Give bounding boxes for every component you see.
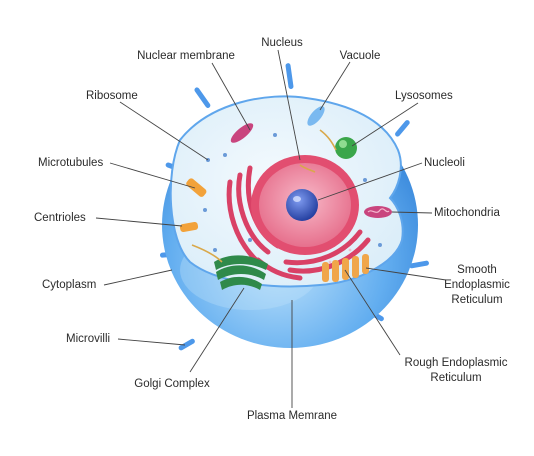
label-mitochondria: Mitochondria — [434, 207, 500, 219]
label-smooth-er-2: Endoplasmic — [444, 279, 510, 291]
label-ribosome: Ribosome — [86, 90, 138, 102]
label-smooth-er-1: Smooth — [457, 264, 497, 276]
lysosome-shape — [335, 137, 357, 159]
label-vacuole: Vacuole — [339, 50, 381, 62]
smooth-er-shape — [322, 254, 369, 282]
nucleolus-shape — [286, 189, 318, 221]
label-centrioles: Centrioles — [34, 212, 86, 224]
label-lysosomes: Lysosomes — [395, 90, 453, 102]
vacuole-shape — [307, 106, 325, 126]
label-rough-er-1: Rough Endoplasmic — [404, 357, 508, 369]
label-cytoplasm: Cytoplasm — [42, 279, 97, 291]
mitochondrion-shape-1 — [230, 123, 254, 143]
label-nucleus: Nucleus — [261, 37, 303, 49]
label-nuclear-membrane: Nuclear membrane — [137, 50, 235, 62]
golgi-shape — [214, 255, 268, 290]
label-smooth-er-3: Reticulum — [451, 294, 503, 306]
label-plasma-membrane: Plasma Memrane — [246, 410, 338, 422]
label-microtubules: Microtubules — [38, 157, 104, 169]
label-microvilli: Microvilli — [66, 333, 111, 345]
leader-lines — [95, 49, 447, 408]
centriole-shape — [179, 221, 199, 233]
label-nucleoli: Nucleoli — [424, 157, 465, 169]
label-rough-er-2: Reticulum — [430, 372, 482, 384]
microtubule-shape — [186, 178, 207, 197]
label-golgi-complex: Golgi Complex — [134, 378, 210, 390]
